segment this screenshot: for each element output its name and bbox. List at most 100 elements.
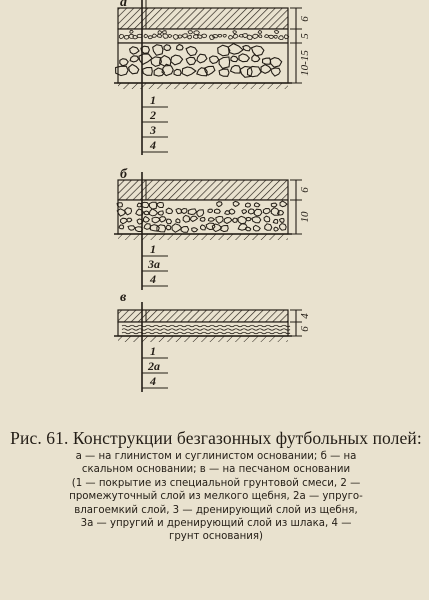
- aggregate-stone: [148, 208, 159, 217]
- diagram-a-layer-surface: [117, 7, 289, 30]
- aggregate-stone: [238, 34, 244, 38]
- aggregate-stone: [273, 226, 280, 232]
- aggregate-stone: [153, 67, 166, 77]
- aggregate-stone: [237, 215, 248, 225]
- aggregate-stone: [141, 66, 153, 76]
- aggregate-stone: [143, 223, 152, 230]
- aggregate-stone: [132, 34, 139, 40]
- aggregate-stone: [182, 214, 191, 223]
- aggregate-stone: [229, 64, 241, 74]
- diagram-c-layer-surface: [117, 309, 289, 323]
- aggregate-stone: [239, 65, 253, 78]
- aggregate-stone: [172, 33, 180, 40]
- aggregate-stone: [217, 44, 231, 57]
- aggregate-stone: [165, 207, 174, 215]
- aggregate-stone: [156, 201, 165, 208]
- aggregate-stone: [157, 210, 164, 216]
- aggregate-stone: [276, 209, 285, 216]
- aggregate-stone: [193, 30, 200, 36]
- diagram-c: в 1 2а 4 4 6: [114, 290, 311, 392]
- diagram-a-dim-surface: 6: [299, 16, 311, 22]
- aggregate-stone: [215, 215, 224, 225]
- aggregate-stone: [185, 45, 198, 57]
- caption-line: скальном основании; в — на песчаном осно…: [81, 464, 351, 476]
- aggregate-stone: [126, 217, 133, 223]
- aggregate-stone: [150, 56, 162, 68]
- aggregate-stone: [134, 226, 143, 232]
- aggregate-stone: [252, 33, 259, 40]
- elastic-wave: [121, 328, 291, 331]
- aggregate-stone: [124, 207, 133, 216]
- elastic-wave: [121, 331, 291, 335]
- aggregate-stone: [170, 54, 184, 66]
- caption-line: (1 — покрытие из специальной грунтовой с…: [71, 477, 361, 489]
- aggregate-stone: [278, 35, 284, 41]
- aggregate-stone: [262, 207, 271, 215]
- aggregate-stone: [269, 57, 283, 68]
- diagram-b-layer-slag: [117, 199, 289, 235]
- aggregate-stone: [244, 202, 252, 208]
- aggregate-stone: [224, 210, 231, 215]
- diagram-a-fine-stone-fill: [118, 29, 290, 41]
- aggregate-stone: [253, 208, 263, 217]
- aggregate-stone: [205, 222, 216, 231]
- aggregate-stone: [218, 56, 231, 70]
- aggregate-stone: [257, 34, 263, 39]
- aggregate-stone: [136, 33, 143, 38]
- aggregate-stone: [217, 33, 223, 38]
- aggregate-stone: [185, 56, 197, 66]
- aggregate-stone: [175, 43, 184, 51]
- diagram-b-layer-num-4: 4: [149, 272, 156, 286]
- aggregate-stone: [237, 223, 248, 231]
- aggregate-stone: [156, 33, 163, 38]
- diagram-a-layer-num-2: 2: [149, 108, 156, 122]
- aggregate-stone: [191, 227, 199, 233]
- aggregate-stone: [143, 33, 149, 39]
- aggregate-stone: [232, 217, 238, 224]
- aggregate-stone: [207, 217, 216, 222]
- diagram-b-label: б: [120, 167, 128, 182]
- diagram-a-layer-num-1: 1: [150, 93, 156, 107]
- aggregate-stone: [218, 68, 230, 77]
- aggregate-stone: [247, 208, 255, 215]
- aggregate-stone: [208, 55, 220, 65]
- aggregate-stone: [156, 224, 167, 233]
- aggregate-stone: [199, 224, 207, 231]
- aggregate-stone: [263, 215, 271, 223]
- aggregate-stone: [180, 225, 190, 233]
- caption-line: влагоемкий слой, 3 — дренирующий слой из…: [74, 504, 358, 516]
- aggregate-stone: [246, 34, 253, 40]
- aggregate-stone: [230, 55, 239, 63]
- aggregate-stone: [119, 217, 128, 225]
- aggregate-stone: [128, 33, 134, 39]
- aggregate-stone: [163, 44, 172, 52]
- aggregate-stone: [222, 33, 227, 38]
- aggregate-stone: [167, 33, 173, 38]
- aggregate-stone: [116, 202, 124, 208]
- aggregate-stone: [203, 65, 216, 76]
- aggregate-stone: [128, 46, 140, 55]
- aggregate-stone: [119, 58, 129, 67]
- aggregate-stone: [264, 34, 270, 38]
- aggregate-stone: [199, 216, 206, 222]
- diagram-c-layer-num-4: 4: [149, 374, 156, 388]
- aggregate-stone: [161, 63, 174, 77]
- aggregate-stone: [158, 216, 167, 223]
- diagram-b-layer-num-3a: 3а: [147, 257, 160, 271]
- aggregate-stone: [127, 225, 136, 231]
- diagram-a-dim-coarse: 10-15: [299, 50, 311, 76]
- diagram-a-dim-fine: 5: [299, 33, 311, 39]
- aggregate-stone: [241, 209, 248, 215]
- aggregate-stone: [220, 224, 229, 233]
- diagram-b-dim-surface: 6: [299, 187, 311, 193]
- aggregate-stone: [181, 207, 188, 215]
- diagram-a: а 1 2 3 4: [114, 0, 311, 155]
- aggregate-stone: [261, 57, 272, 65]
- aggregate-stone: [173, 68, 182, 77]
- aggregate-stone: [197, 34, 203, 39]
- aggregate-stone: [143, 210, 150, 216]
- aggregate-stone: [177, 34, 183, 39]
- aggregate-stone: [232, 30, 238, 34]
- aggregate-stone: [151, 216, 161, 224]
